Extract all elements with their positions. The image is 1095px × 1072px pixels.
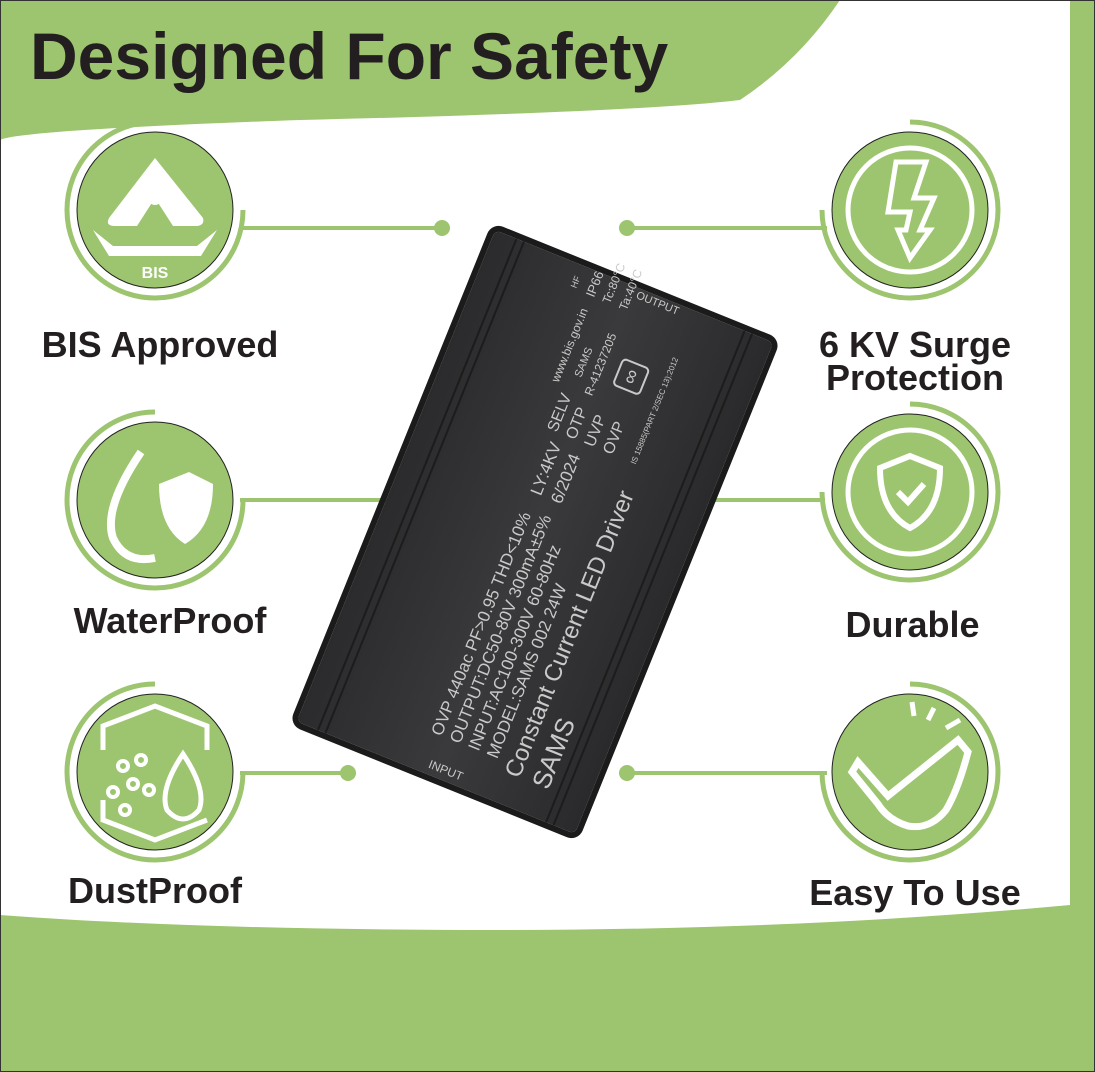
feature-label-dustproof: DustProof — [68, 870, 242, 911]
connector-dot — [434, 220, 450, 236]
shield-check-icon — [819, 401, 1001, 583]
connector-line — [240, 226, 440, 230]
connector-line — [675, 498, 825, 502]
water-drop-shield-icon — [64, 409, 246, 591]
connector-dot — [619, 765, 635, 781]
feature-label-easy-to-use: Easy To Use — [809, 872, 1021, 913]
device-hf: HF — [568, 274, 583, 290]
page-title: Designed For Safety — [30, 19, 669, 93]
svg-text:BIS: BIS — [142, 265, 169, 282]
connector-line — [240, 771, 346, 775]
bis-mark-icon: ∞ — [611, 357, 651, 397]
connector-line — [627, 226, 827, 230]
connector-dot — [340, 765, 356, 781]
lightning-bolt-icon — [819, 119, 1001, 301]
connector-line — [627, 771, 827, 775]
connector-line — [240, 498, 420, 502]
feature-label-waterproof: WaterProof — [73, 600, 267, 641]
feature-label-bis-approved: BIS Approved — [41, 324, 279, 365]
dust-drop-icon — [64, 681, 246, 863]
bis-logo-icon: BIS — [64, 119, 246, 301]
feature-label-durable: Durable — [845, 604, 980, 645]
connector-dot — [619, 220, 635, 236]
hand-check-icon — [819, 681, 1001, 863]
